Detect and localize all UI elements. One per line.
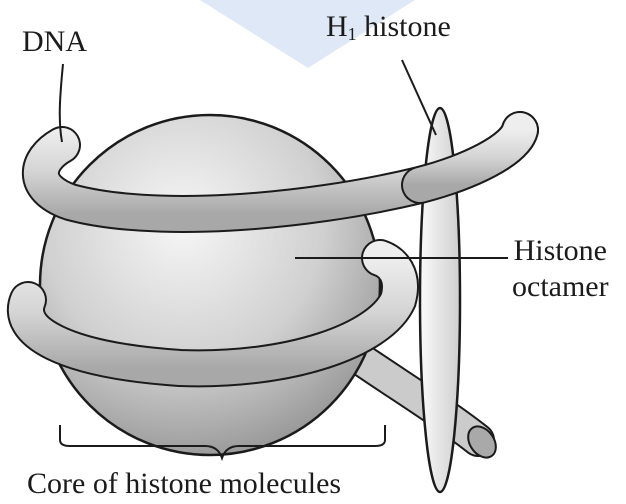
h1-subscript: 1 — [348, 24, 357, 44]
histone-octamer-label: Histone octamer — [512, 233, 609, 305]
histone-octamer-sphere — [40, 115, 380, 455]
core-label: Core of histone molecules — [27, 469, 341, 499]
dna-label: DNA — [22, 27, 87, 57]
octamer-line-1: Histone — [512, 233, 609, 269]
h1-histone-label: H1 histone — [326, 12, 451, 43]
h1-letter: H — [326, 10, 348, 43]
octamer-line-2: octamer — [512, 269, 609, 305]
h1-leader-line — [402, 60, 436, 135]
h1-rest: histone — [357, 10, 451, 43]
